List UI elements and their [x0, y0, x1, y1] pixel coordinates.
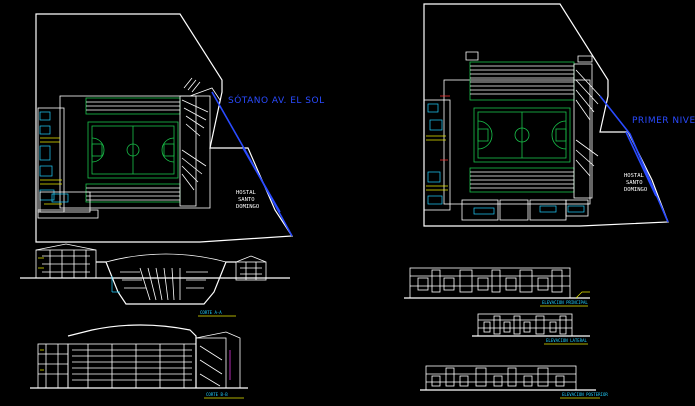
- plan-first-neighbor-3: DOMINGO: [624, 187, 647, 193]
- plan-basement-court: [87, 121, 179, 179]
- elevation-main-caption: ELEVACION PRINCIPAL: [542, 300, 588, 305]
- plan-first-building: [443, 79, 591, 205]
- elevation-rear: ELEVACION POSTERIOR: [420, 365, 608, 399]
- plan-first-level-label: PRIMER NIVEL: [632, 116, 695, 126]
- plan-basement-neighbor-1: HOSTAL: [236, 190, 257, 196]
- elevation-rear-caption: ELEVACION POSTERIOR: [562, 392, 608, 397]
- plan-basement-site-outline: [35, 13, 294, 243]
- plan-first-level: PRIMER NIVEL HOSTAL SANTO DOMINGO: [423, 3, 695, 227]
- elevation-main: ELEVACION PRINCIPAL: [404, 267, 590, 307]
- section-b: CORTE B-B: [30, 324, 248, 399]
- plan-basement-building: [59, 95, 211, 209]
- plan-first-court: [473, 107, 571, 163]
- elevation-side: ELEVACION LATERAL: [472, 313, 590, 345]
- plan-basement-neighbor-2: SANTO: [238, 197, 255, 203]
- section-b-caption: CORTE B-B: [206, 392, 228, 397]
- section-a-caption: CORTE A-A: [200, 310, 222, 315]
- plan-basement: SÓTANO AV. EL SOL HOSTAL SANTO DOMINGO: [35, 13, 325, 243]
- plan-first-neighbor-1: HOSTAL: [624, 173, 645, 179]
- elevation-side-caption: ELEVACION LATERAL: [546, 338, 588, 343]
- plan-basement-neighbor-3: DOMINGO: [236, 204, 259, 210]
- plan-first-neighbor-2: SANTO: [626, 180, 643, 186]
- section-a: CORTE A-A: [20, 243, 290, 317]
- plan-first-street-line: [599, 95, 669, 223]
- plan-basement-street-label: SÓTANO AV. EL SOL: [228, 94, 325, 106]
